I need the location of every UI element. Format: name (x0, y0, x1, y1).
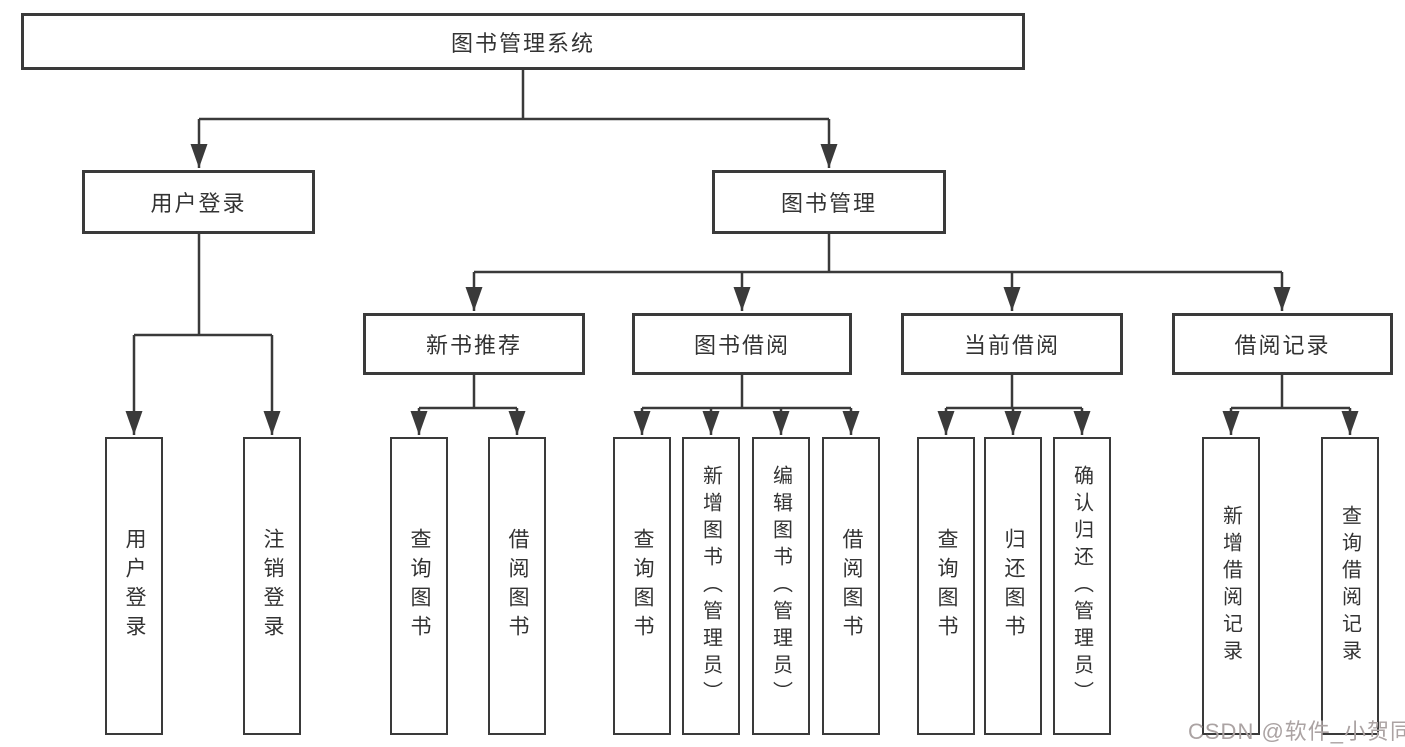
leaf-borrow-books: 借阅图书 (822, 437, 880, 735)
leaf-borrow-books-recommend: 借阅图书 (488, 437, 546, 735)
node-borrowing-records: 借阅记录 (1172, 313, 1393, 375)
leaf-add-books-admin: 新增图书（管理员） (682, 437, 740, 735)
leaf-logout: 注销登录 (243, 437, 301, 735)
leaf-edit-books-admin: 编辑图书（管理员） (752, 437, 810, 735)
node-root-library-system: 图书管理系统 (21, 13, 1025, 70)
leaf-query-books-borrowing: 查询图书 (613, 437, 671, 735)
node-book-borrowing: 图书借阅 (632, 313, 852, 375)
node-book-management: 图书管理 (712, 170, 946, 234)
node-user-login: 用户登录 (82, 170, 315, 234)
leaf-query-borrow-record: 查询借阅记录 (1321, 437, 1379, 735)
leaf-add-borrow-record: 新增借阅记录 (1202, 437, 1260, 735)
connector-group (125, 70, 1359, 435)
csdn-watermark: CSDN @软件_小贺同学 (1188, 719, 1405, 744)
leaf-confirm-return-admin: 确认归还（管理员） (1053, 437, 1111, 735)
leaf-return-books: 归还图书 (984, 437, 1042, 735)
leaf-query-books-recommend: 查询图书 (390, 437, 448, 735)
leaf-query-books-current: 查询图书 (917, 437, 975, 735)
node-current-borrowing: 当前借阅 (901, 313, 1123, 375)
leaf-user-login: 用户登录 (105, 437, 163, 735)
node-new-book-recommend: 新书推荐 (363, 313, 585, 375)
